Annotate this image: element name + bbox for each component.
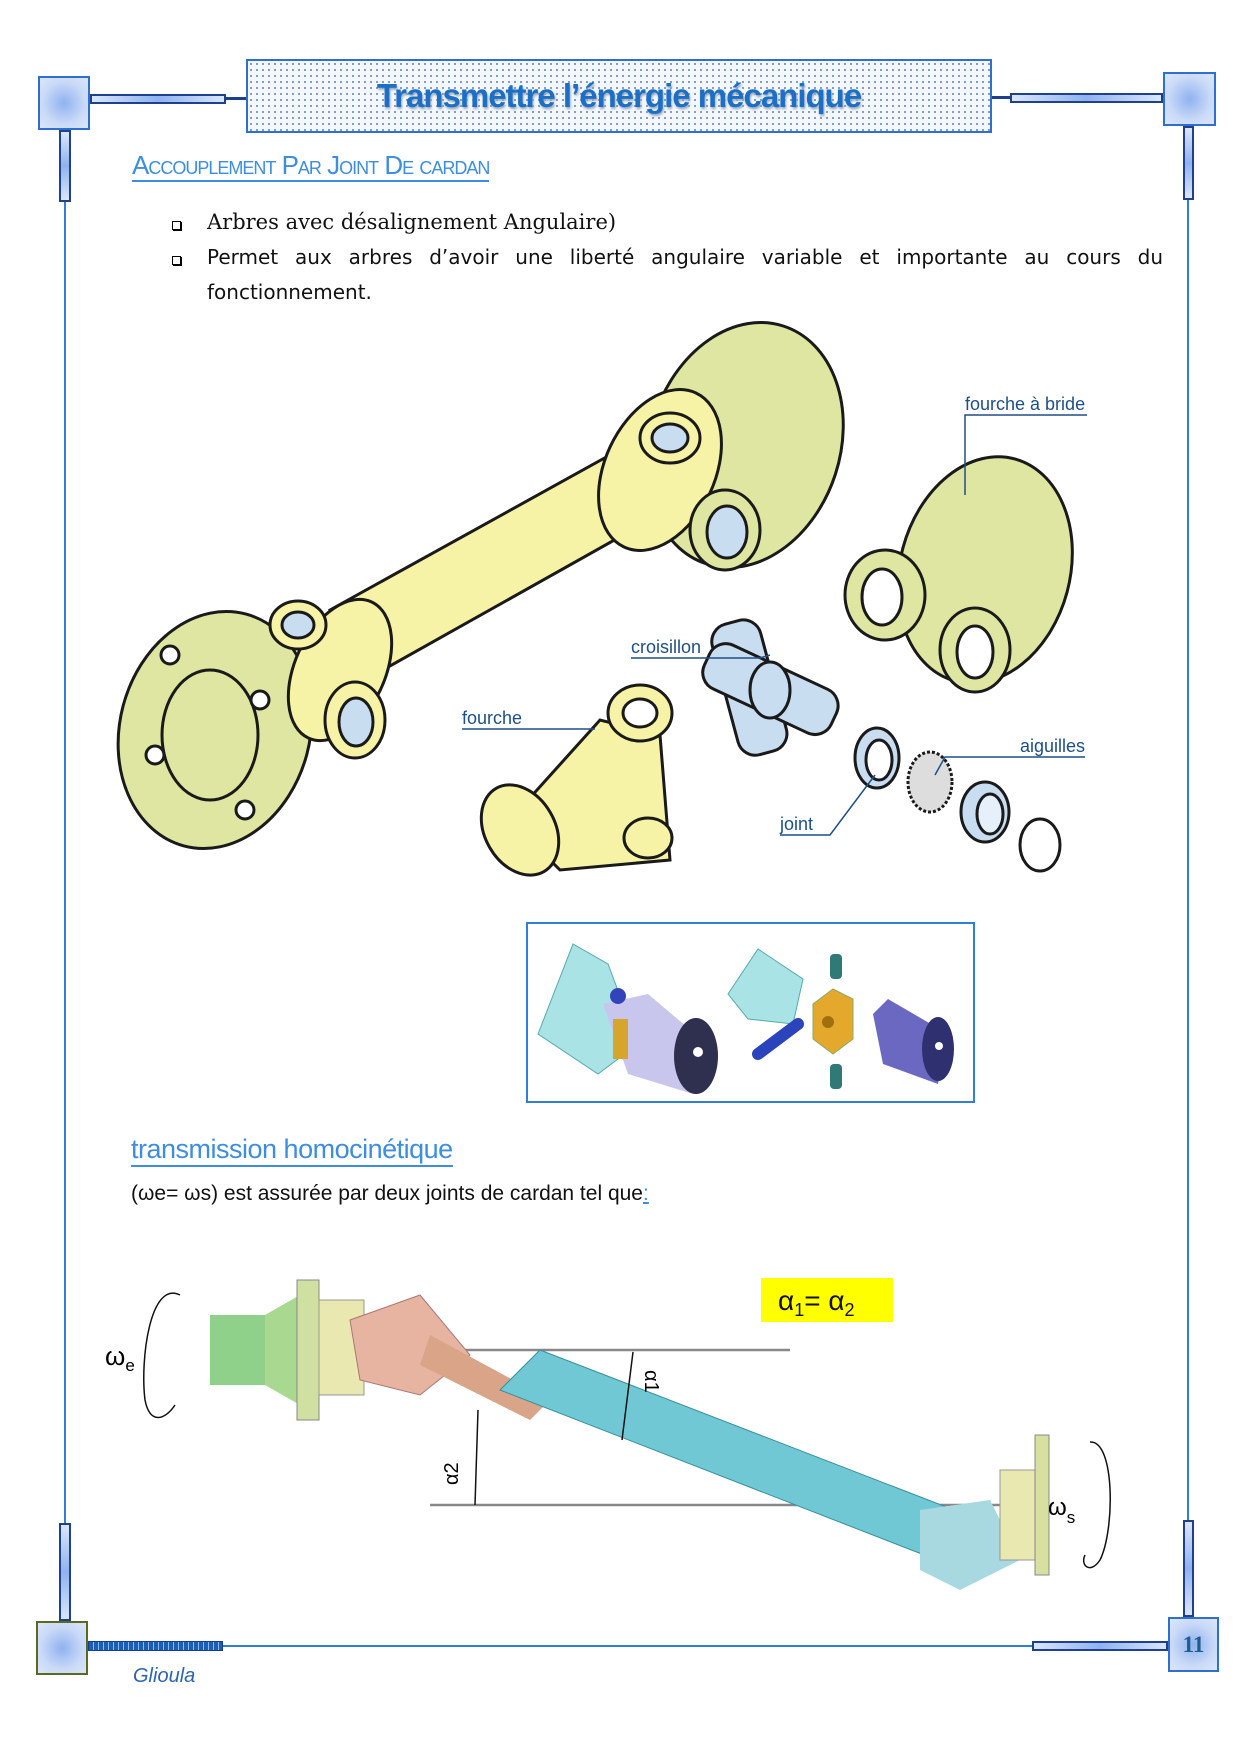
label-joint: joint [779,814,813,834]
frame-corner-bottom-left [36,1621,88,1675]
section-heading-cardan: Accouplement Par Joint De cardan [132,150,490,182]
frame-bar-bottom-right [1032,1641,1168,1651]
bullet-icon [172,256,181,265]
cardan-3d-figure [526,922,975,1103]
leader-line [780,774,876,836]
frame-corner-top-left [38,76,90,130]
label-aiguilles: aiguilles [1020,736,1085,756]
pin-blue [752,1018,804,1060]
omega-s: ωs [1048,1494,1075,1527]
omega-e: ωe [105,1341,135,1375]
alpha-equation: α1= α2 [778,1285,855,1320]
page-number-box: 11 [1168,1617,1219,1672]
needles [906,750,954,814]
pin-teal [830,1064,842,1089]
tube-pink [420,1335,550,1420]
yoke-cyan-exploded [727,948,804,1025]
author-signature: Glioula [133,1665,196,1687]
bullet-icon [172,221,181,230]
bullet-text: Permet aux arbres d’avoir une liberté an… [207,245,1163,269]
double-cardan-figure: ωe ωs α1 α2 α1= α2 [105,1278,1111,1590]
input-hub [210,1315,265,1385]
label-croisillon: croisillon [631,637,701,657]
bullet-text: Arbres avec désalignement Angulaire) [207,210,617,234]
leader-line [964,414,1087,495]
circlip [1018,817,1062,873]
frame-bar-left-bottom [59,1523,71,1621]
leader-line [631,654,771,659]
label-fourche: fourche [462,708,522,728]
frame-connector [226,97,246,100]
homocinetique-sentence: (ωe= ωs) est assurée par deux joints de … [131,1182,643,1205]
tube-cyan [499,1349,981,1566]
bullet-text-cont: fonctionnement. [207,280,372,304]
frame-bar-left-top [59,130,71,202]
alpha2-label: α2 [441,1462,463,1485]
frame-line-left [64,202,66,1523]
frame-bar-top-right [1010,93,1163,103]
page-number: 11 [1182,1631,1205,1657]
rotation-arrow-in [143,1292,181,1419]
pin-teal [830,954,842,979]
frame-bar-right-bottom [1183,1520,1194,1617]
equation-highlight [761,1278,893,1322]
alpha1-label: α1 [640,1370,662,1393]
label-fourche-bride: fourche à bride [965,394,1085,414]
frame-connector [992,96,1010,99]
page-title: Transmettre l’énergie mécanique [376,77,862,114]
frame-line-right [1187,200,1189,1520]
rotation-arrow-out [1083,1441,1111,1569]
frame-bar-bottom-left [88,1641,223,1651]
colon: : [643,1182,649,1205]
frame-bar-right-top [1183,126,1194,200]
homocinetique-text: (ωe= ωs) est assurée par deux joints de … [131,1182,649,1206]
frame-bar-top-left [90,94,226,104]
leader-line [934,756,1085,776]
output-flange [1034,1434,1050,1576]
frame-line-bottom [223,1645,1033,1647]
frame-corner-top-right [1163,72,1216,126]
section-heading-homocinetique: transmission homocinétique [131,1136,453,1167]
title-box: Transmettre l’énergie mécanique [246,59,992,133]
